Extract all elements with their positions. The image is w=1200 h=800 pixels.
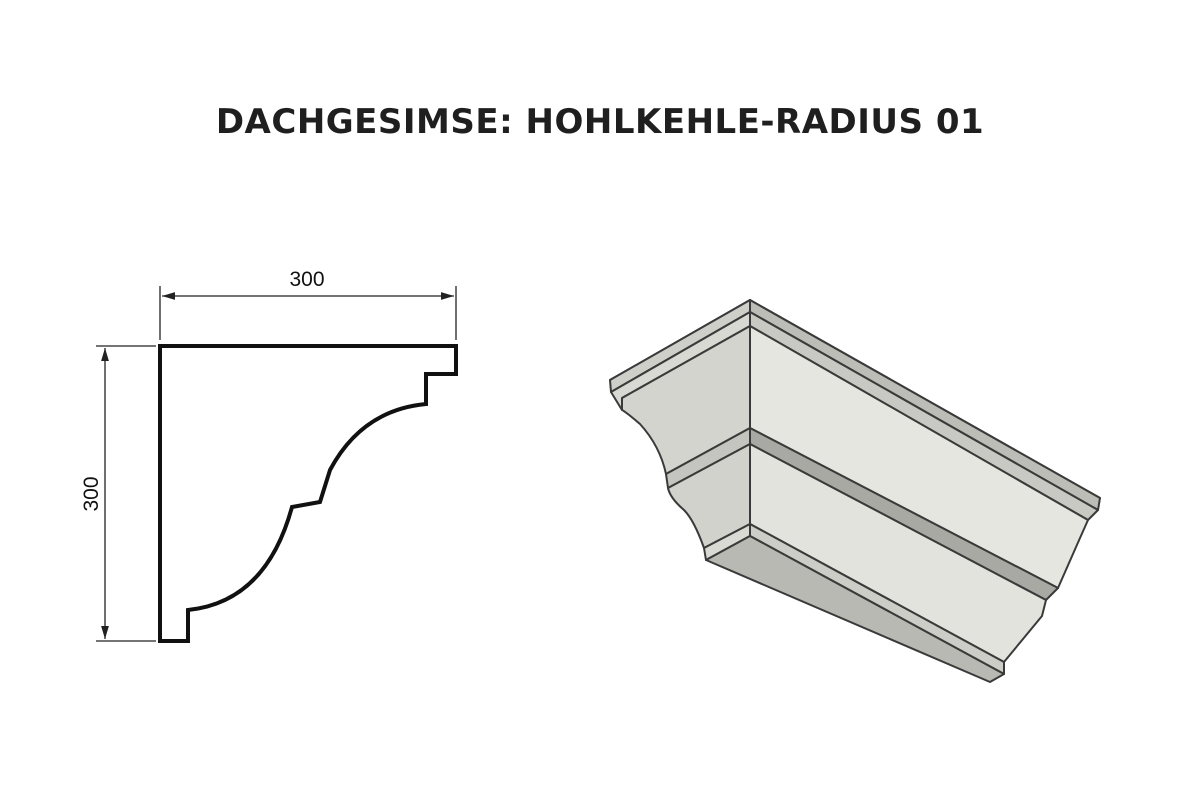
height-dimension-label: 300 xyxy=(80,476,103,511)
profile-cross-section: 300 300 xyxy=(80,268,458,643)
page-title: DACHGESIMSE: HOHLKEHLE-RADIUS 01 xyxy=(215,102,985,142)
cornice-3d-model xyxy=(609,299,1101,683)
model-bottom-strip xyxy=(705,535,1005,683)
profile-outline xyxy=(158,344,458,643)
width-dimension-label: 300 xyxy=(289,268,324,291)
